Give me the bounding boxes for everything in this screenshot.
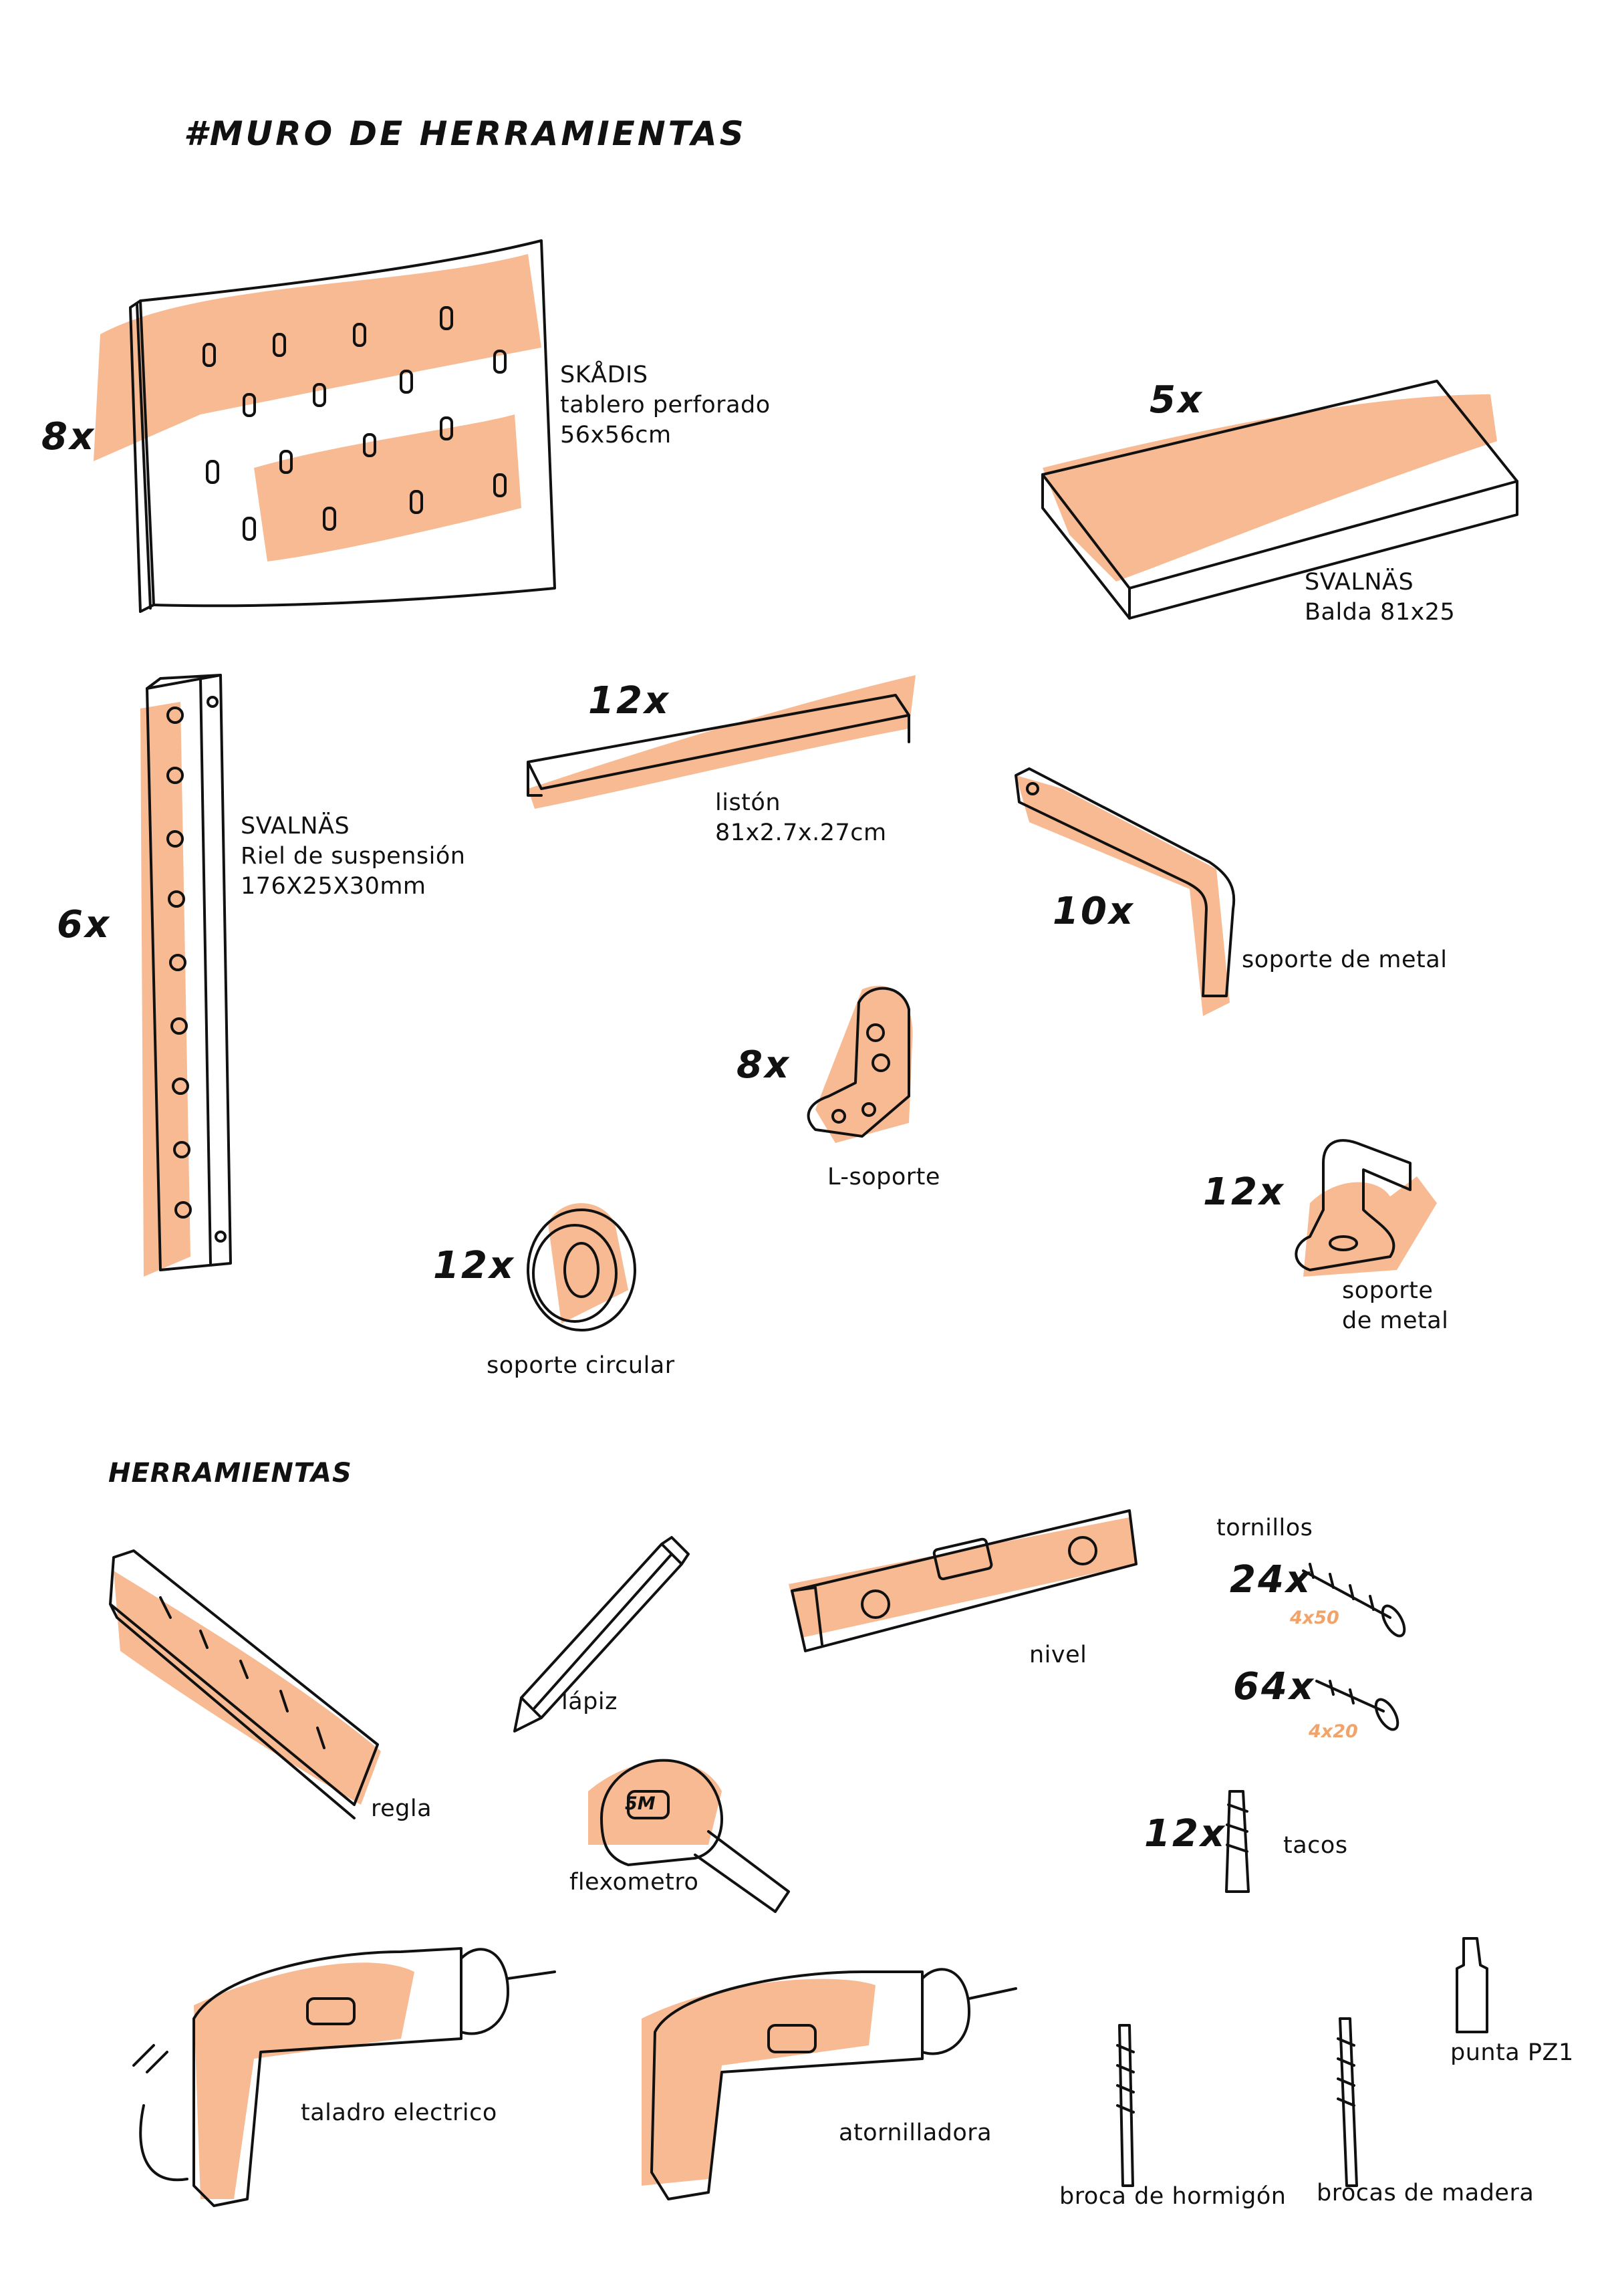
pegboard-icon <box>94 239 556 613</box>
metal-bracket-icon <box>1015 767 1236 1016</box>
l-bracket-name: L-soporte <box>827 1164 940 1190</box>
metal-bracket-name: soporte de metal <box>1242 946 1448 973</box>
tape-measure-badge: 5M <box>625 1793 656 1814</box>
skadis-quantity: 8x <box>41 415 96 459</box>
tape-measure-icon <box>588 1759 790 1913</box>
spirit-level-icon <box>789 1509 1138 1652</box>
skadis-name: SKÅDIS <box>560 362 648 388</box>
pencil-icon <box>513 1536 690 1733</box>
masonry-bit-icon <box>1116 2024 1135 2187</box>
rail-size: 176X25X30mm <box>241 873 426 900</box>
long-screw-size: 4x50 <box>1290 1608 1339 1628</box>
hook-bracket-name: soporte <box>1342 1277 1434 1304</box>
short-screw-quantity: 64x <box>1233 1665 1316 1708</box>
tools-heading: HERRAMIENTAS <box>108 1458 352 1489</box>
rail-quantity: 6x <box>57 903 112 946</box>
l-bracket-quantity: 8x <box>737 1043 791 1087</box>
circular-support-quantity: 12x <box>433 1244 516 1287</box>
drill-label: taladro electrico <box>301 2099 497 2126</box>
hanging-rail-icon <box>140 674 232 1277</box>
rail-description: Riel de suspensión <box>241 843 466 870</box>
wall-plug-quantity: 12x <box>1144 1812 1227 1856</box>
shelf-description: Balda 81x25 <box>1305 599 1456 626</box>
tape-measure-label: flexometro <box>569 1869 699 1896</box>
hook-bracket-quantity: 12x <box>1203 1170 1286 1214</box>
shelf-board-icon <box>1041 380 1518 620</box>
circular-support-name: soporte circular <box>487 1352 675 1379</box>
pz1-bit-icon <box>1456 1937 1488 2033</box>
ruler-icon <box>109 1549 381 1819</box>
hook-bracket-icon <box>1295 1139 1437 1277</box>
slat-quantity: 12x <box>588 679 671 723</box>
wood-bit-label: brocas de madera <box>1317 2180 1534 2206</box>
level-label: nivel <box>1029 1642 1087 1668</box>
skadis-size: 56x56cm <box>560 422 672 449</box>
pz1-bit-label: punta PZ1 <box>1450 2039 1574 2066</box>
masonry-bit-label: broca de hormigón <box>1059 2183 1287 2210</box>
wall-plug-label: tacos <box>1283 1832 1348 1859</box>
cordless-screwdriver-icon <box>642 1968 1017 2200</box>
pencil-label: lápiz <box>561 1688 618 1715</box>
short-screw-size: 4x20 <box>1309 1721 1358 1742</box>
rail-name: SVALNÄS <box>241 813 350 840</box>
slat-size: 81x2.7x.27cm <box>715 819 887 846</box>
slat-name: listón <box>715 789 781 816</box>
short-screw-icon <box>1315 1680 1399 1731</box>
hook-bracket-name-line2: de metal <box>1342 1307 1449 1334</box>
long-screw-icon <box>1302 1563 1406 1638</box>
wooden-slat-icon <box>527 675 916 809</box>
long-screw-quantity: 24x <box>1230 1558 1313 1602</box>
wood-bit-icon <box>1337 2017 1358 2187</box>
skadis-description: tablero perforado <box>560 392 771 418</box>
page-title: #MURO DE HERRAMIENTAS <box>184 114 747 153</box>
screwdriver-label: atornilladora <box>839 2120 992 2146</box>
metal-bracket-quantity: 10x <box>1053 890 1135 933</box>
wall-plug-icon <box>1225 1790 1250 1893</box>
ruler-label: regla <box>371 1795 432 1822</box>
electric-drill-icon <box>132 1947 556 2207</box>
shelf-quantity: 5x <box>1150 378 1204 422</box>
screws-label: tornillos <box>1216 1515 1313 1541</box>
shelf-name: SVALNÄS <box>1305 569 1414 596</box>
circular-support-icon <box>527 1203 636 1331</box>
l-bracket-icon <box>807 985 913 1143</box>
